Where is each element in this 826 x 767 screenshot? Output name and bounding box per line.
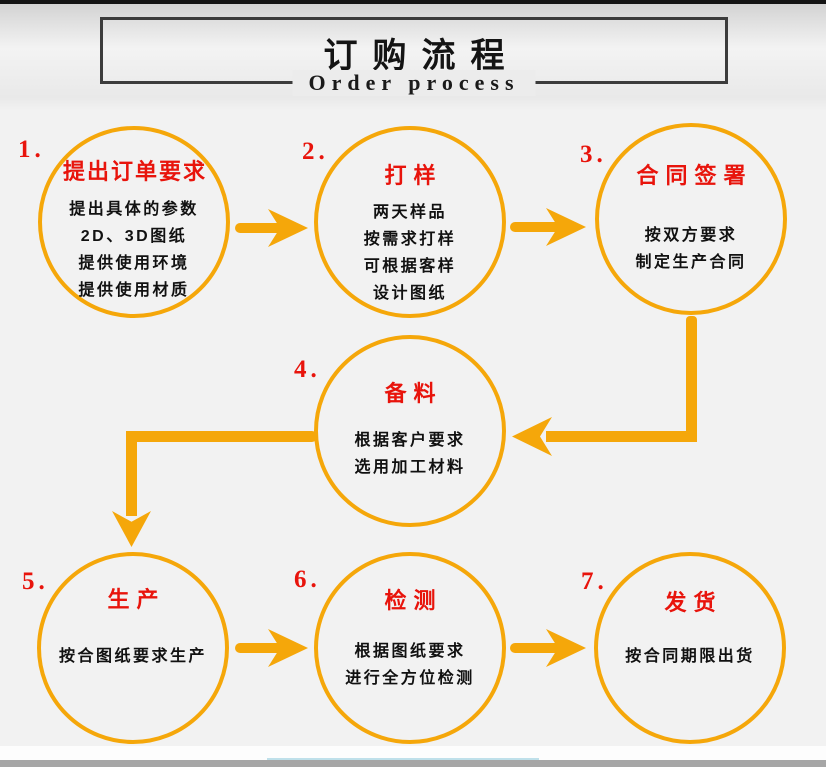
step-title: 备料 bbox=[384, 381, 443, 406]
bottom-divider bbox=[0, 760, 826, 767]
step-line: 选用加工材料 bbox=[354, 459, 466, 476]
arrow-shaft bbox=[235, 223, 282, 233]
arrow-shaft bbox=[510, 643, 560, 653]
bottom-accent-line bbox=[267, 758, 539, 760]
step-title: 检测 bbox=[384, 588, 443, 613]
step-number-7: 7. bbox=[581, 568, 608, 595]
step-title: 发货 bbox=[664, 590, 723, 615]
step-number-4: 4. bbox=[294, 356, 321, 383]
step-circle-7: 发货 按合同期限出货 bbox=[594, 552, 786, 744]
connector-4-to-5-horizontal bbox=[126, 431, 317, 442]
step-circle-1: 提出订单要求 提出具体的参数 2D、3D图纸 提供使用环境 提供使用材质 bbox=[38, 126, 230, 318]
step-line: 按双方要求 bbox=[644, 227, 738, 244]
step-line: 根据客户要求 bbox=[354, 432, 466, 449]
step-title: 合同签署 bbox=[636, 163, 753, 188]
step-circle-6: 检测 根据图纸要求 进行全方位检测 bbox=[314, 552, 506, 744]
step-details: 两天样品 按需求打样 可根据客样 设计图纸 bbox=[364, 199, 457, 307]
step-line: 两天样品 bbox=[372, 204, 447, 221]
step-number-6: 6. bbox=[294, 566, 321, 593]
step-circle-3: 合同签署 按双方要求 制定生产合同 bbox=[595, 123, 787, 315]
step-circle-2: 打样 两天样品 按需求打样 可根据客样 设计图纸 bbox=[314, 126, 506, 318]
step-title: 提出订单要求 bbox=[62, 159, 207, 184]
arrow-6-to-7 bbox=[510, 629, 586, 667]
step-number-2: 2. bbox=[302, 138, 329, 165]
arrow-down-icon bbox=[112, 511, 151, 547]
step-line: 提出具体的参数 bbox=[69, 201, 199, 218]
step-circle-4: 备料 根据客户要求 选用加工材料 bbox=[314, 335, 506, 527]
step-line: 制定生产合同 bbox=[635, 254, 747, 271]
step-number-1: 1. bbox=[18, 136, 45, 163]
step-line: 提供使用环境 bbox=[78, 255, 190, 272]
step-details: 按双方要求 制定生产合同 bbox=[635, 222, 746, 276]
arrow-1-to-2 bbox=[235, 209, 308, 247]
title-box: 订购流程 Order process bbox=[100, 17, 728, 96]
connector-3-to-4-horizontal bbox=[546, 431, 697, 442]
arrow-shaft bbox=[510, 222, 560, 232]
step-line: 2D、3D图纸 bbox=[80, 228, 188, 245]
step-details: 提出具体的参数 2D、3D图纸 提供使用环境 提供使用材质 bbox=[69, 196, 199, 304]
step-line: 按合同期限出货 bbox=[625, 648, 755, 665]
arrow-shaft bbox=[235, 643, 282, 653]
step-line: 可根据客样 bbox=[363, 258, 457, 275]
connector-4-to-5-vertical bbox=[126, 431, 137, 516]
step-line: 根据图纸要求 bbox=[354, 643, 466, 660]
arrow-5-to-6 bbox=[235, 629, 308, 667]
page-subtitle: Order process bbox=[292, 70, 536, 96]
step-number-3: 3. bbox=[580, 141, 607, 168]
step-line: 提供使用材质 bbox=[78, 282, 190, 299]
step-line: 按需求打样 bbox=[363, 231, 457, 248]
step-line: 按合图纸要求生产 bbox=[58, 648, 207, 665]
bottom-margin bbox=[0, 746, 826, 761]
arrow-2-to-3 bbox=[510, 208, 586, 246]
step-line: 进行全方位检测 bbox=[345, 670, 475, 687]
step-line: 设计图纸 bbox=[372, 285, 447, 302]
step-details: 根据客户要求 选用加工材料 bbox=[354, 427, 465, 481]
step-title: 打样 bbox=[384, 163, 443, 188]
connector-3-to-4-vertical bbox=[686, 316, 697, 442]
step-details: 按合图纸要求生产 bbox=[59, 643, 207, 670]
page-title: 订购流程 bbox=[323, 37, 520, 75]
step-title: 生产 bbox=[107, 587, 166, 612]
step-details: 根据图纸要求 进行全方位检测 bbox=[345, 638, 475, 692]
step-details: 按合同期限出货 bbox=[625, 643, 755, 670]
top-divider bbox=[0, 0, 826, 4]
step-number-5: 5. bbox=[22, 568, 49, 595]
step-circle-5: 生产 按合图纸要求生产 bbox=[37, 552, 229, 744]
